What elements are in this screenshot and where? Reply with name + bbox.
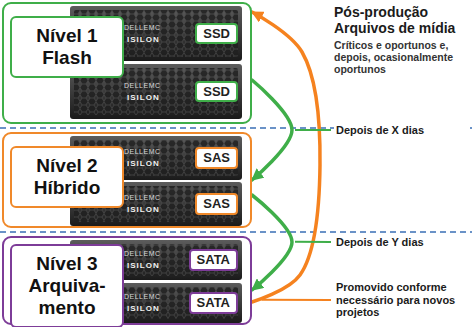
product-logo: ISILON bbox=[127, 159, 160, 168]
flow-arrow bbox=[252, 195, 292, 290]
drive-tag: SAS bbox=[195, 147, 238, 169]
product-logo: ISILON bbox=[127, 35, 160, 44]
subheading-text: Críticos e oportunos e, depois, ocasiona… bbox=[334, 39, 462, 75]
drive-type: SAS bbox=[203, 150, 230, 166]
product-logo: ISILON bbox=[127, 304, 160, 313]
leader-line bbox=[295, 241, 331, 243]
tier-name: Nível 3 Arquiva- mento bbox=[10, 244, 124, 327]
brand-logo: DELLEMC bbox=[124, 194, 161, 202]
drive-tag: SAS bbox=[195, 193, 238, 215]
tier-divider bbox=[0, 231, 472, 233]
transition-note: Promovido conforme necessário para novos… bbox=[334, 281, 470, 319]
drive-tag: SSD bbox=[195, 81, 238, 103]
product-logo: ISILON bbox=[127, 205, 160, 214]
brand-logo: DELLEMC bbox=[124, 82, 161, 90]
drive-tag: SATA bbox=[189, 292, 238, 314]
drive-type: SATA bbox=[197, 252, 230, 268]
product-logo: ISILON bbox=[127, 93, 160, 102]
tier-region: Nível 1 FlashSSDSSD bbox=[2, 2, 252, 124]
drive-type: SSD bbox=[203, 26, 230, 42]
drive-tag: SSD bbox=[195, 23, 238, 45]
leader-line bbox=[295, 129, 331, 131]
transition-note: Depois de X dias bbox=[334, 124, 470, 137]
flow-arrow bbox=[252, 80, 292, 180]
drive-type: SAS bbox=[203, 196, 230, 212]
brand-logo: DELLEMC bbox=[124, 24, 161, 32]
heading-text: Pós-produção Arquivos de mídia bbox=[334, 4, 468, 36]
tier-name: Nível 2 Híbrido bbox=[10, 146, 124, 208]
tier-name: Nível 1 Flash bbox=[10, 16, 124, 78]
leader-line bbox=[262, 299, 331, 301]
brand-logo: DELLEMC bbox=[124, 148, 161, 156]
product-logo: ISILON bbox=[127, 261, 160, 270]
drive-type: SATA bbox=[197, 295, 230, 311]
flow-arrow bbox=[252, 12, 320, 302]
brand-logo: DELLEMC bbox=[124, 250, 161, 258]
brand-logo: DELLEMC bbox=[124, 293, 161, 301]
transition-note: Depois de Y dias bbox=[334, 236, 470, 249]
drive-type: SSD bbox=[203, 84, 230, 100]
drive-tag: SATA bbox=[189, 249, 238, 271]
